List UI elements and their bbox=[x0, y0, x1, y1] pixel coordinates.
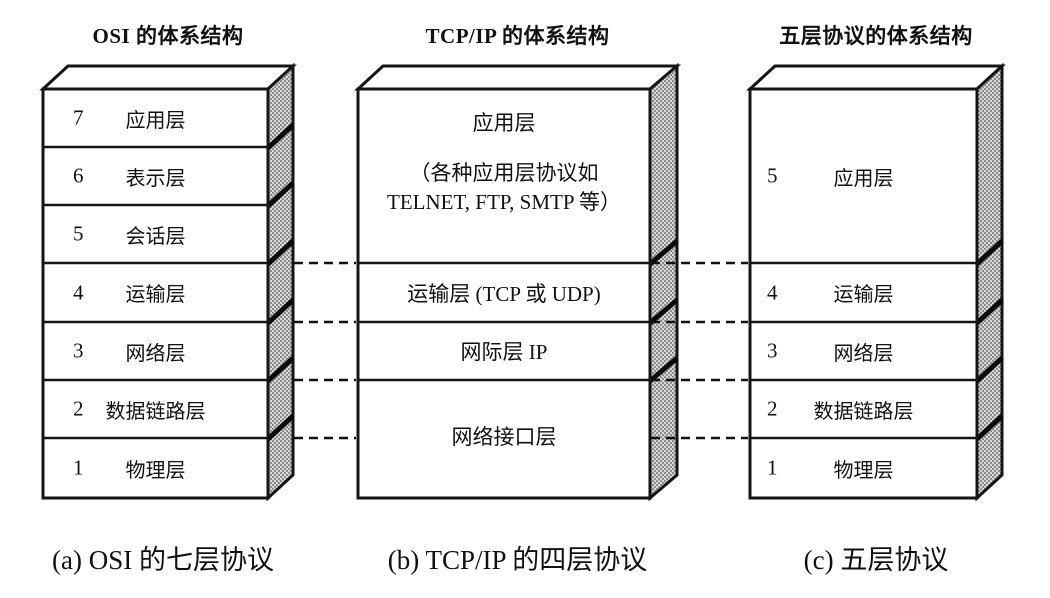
five-layer-row-transport: 4 运输层 bbox=[750, 263, 977, 322]
osi-layer-row-presentation: 6 表示层 bbox=[43, 147, 268, 205]
caption-a: (a) OSI 的七层协议 bbox=[52, 545, 274, 575]
layer-alignment-dashed-lines bbox=[294, 261, 748, 440]
osi-layer-row-physical: 1 物理层 bbox=[43, 438, 268, 498]
five-layer-row-datalink: 2 数据链路层 bbox=[750, 380, 977, 438]
osi-side-slashes bbox=[266, 123, 295, 441]
layer-label: 应用层 bbox=[833, 167, 894, 190]
tcpip-layer-row-network-interface: 网络接口层 bbox=[358, 380, 650, 492]
five-layer-row-network: 3 网络层 bbox=[750, 322, 977, 380]
layer-number: 3 bbox=[73, 338, 84, 363]
osi-layer-row-network: 3 网络层 bbox=[43, 322, 268, 380]
layer-label: 表示层 bbox=[125, 167, 186, 190]
tcpip-layer-row-application: 应用层 （各种应用层协议如 TELNET, FTP, SMTP 等） bbox=[358, 89, 650, 263]
layer-label: 运输层 bbox=[833, 284, 894, 306]
layer-label: 数据链路层 bbox=[813, 400, 914, 423]
tcpip-side-face bbox=[648, 62, 679, 502]
tcpip-layer-row-internet: 网际层 IP bbox=[358, 322, 650, 380]
osi-stack-title: OSI 的体系结构 bbox=[92, 24, 244, 48]
caption-b: (b) TCP/IP 的四层协议 bbox=[387, 545, 648, 575]
tcpip-layer-lines bbox=[358, 261, 650, 382]
tcpip-side-slashes bbox=[648, 239, 679, 383]
osi-layer-row-application: 7 应用层 bbox=[43, 89, 268, 147]
layer-label: 应用层 bbox=[472, 111, 536, 135]
layer-label: 网际层 IP bbox=[460, 340, 548, 364]
layer-label: 运输层 bbox=[125, 284, 186, 306]
layer-label: 数据链路层 bbox=[105, 400, 206, 423]
layer-number: 7 bbox=[73, 105, 84, 130]
layer-number: 5 bbox=[767, 163, 778, 188]
layer-label: 网络接口层 bbox=[451, 425, 557, 449]
layer-label: 运输层 (TCP 或 UDP) bbox=[407, 281, 601, 306]
five-layer-layer-lines bbox=[750, 261, 977, 440]
layer-label: 网络层 bbox=[125, 342, 186, 365]
layer-number: 4 bbox=[767, 280, 778, 304]
layer-label: 物理层 bbox=[833, 459, 894, 482]
osi-layer-row-session: 5 会话层 bbox=[43, 205, 268, 263]
layer-sublabel: （各种应用层协议如 bbox=[409, 161, 599, 185]
five-layer-row-application: 5 应用层 bbox=[750, 89, 977, 263]
five-layer-stack-box bbox=[746, 62, 1006, 502]
layer-label: 会话层 bbox=[125, 225, 186, 248]
layer-number: 6 bbox=[73, 163, 84, 188]
tcpip-stack-box bbox=[354, 62, 682, 502]
five-layer-row-physical: 1 物理层 bbox=[750, 438, 977, 498]
osi-layer-lines bbox=[43, 145, 268, 440]
layer-label: 网络层 bbox=[833, 342, 894, 365]
layer-number: 5 bbox=[73, 221, 84, 246]
layer-label: 物理层 bbox=[125, 459, 186, 482]
layer-number: 2 bbox=[73, 396, 84, 421]
layer-number: 1 bbox=[73, 455, 84, 480]
layer-number: 2 bbox=[767, 396, 778, 421]
five-layer-stack-title: 五层协议的体系结构 bbox=[779, 24, 973, 48]
tcpip-front-face bbox=[356, 87, 652, 500]
tcpip-layer-row-transport: 运输层 (TCP 或 UDP) bbox=[358, 263, 650, 322]
tcpip-stack-title: TCP/IP 的体系结构 bbox=[425, 24, 610, 48]
layer-label: 应用层 bbox=[125, 109, 186, 132]
osi-layer-row-datalink: 2 数据链路层 bbox=[43, 380, 268, 438]
caption-c: (c) 五层协议 bbox=[803, 545, 949, 575]
five-layer-side-slashes bbox=[975, 239, 1004, 441]
osi-front-face bbox=[41, 87, 270, 500]
layer-number: 3 bbox=[767, 338, 778, 363]
layer-sublabel: TELNET, FTP, SMTP 等） bbox=[387, 190, 621, 214]
layer-number: 1 bbox=[767, 455, 778, 480]
osi-layer-row-transport: 4 运输层 bbox=[43, 263, 268, 322]
layer-number: 4 bbox=[73, 280, 84, 304]
osi-stack-box bbox=[39, 62, 297, 502]
five-layer-front-face bbox=[748, 87, 979, 500]
